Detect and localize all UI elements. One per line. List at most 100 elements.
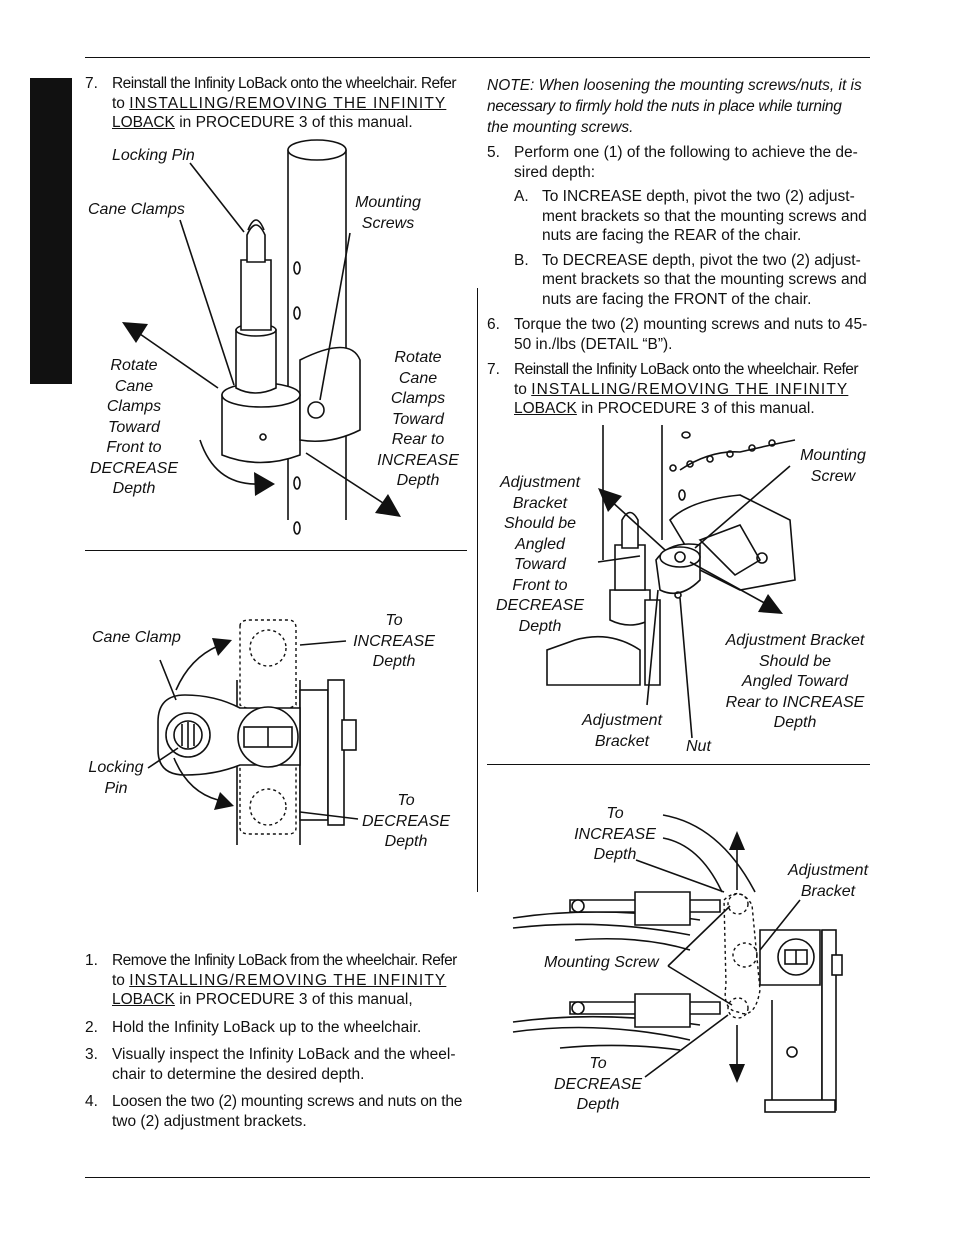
- step-text: Perform one (1) of the following to achi…: [514, 144, 858, 161]
- label-line: Should be: [758, 652, 832, 670]
- label-line: Depth: [773, 714, 817, 731]
- step-text: Remove the Infinity LoBack from the whee…: [112, 952, 457, 969]
- label-line: Bracket: [800, 882, 856, 900]
- loback-link[interactable]: LOBACK: [112, 991, 175, 1008]
- label-line: Toward: [514, 556, 566, 573]
- note-line: necessary to firmly hold the nuts in pla…: [487, 98, 842, 115]
- installing-link[interactable]: INSTALLING/REMOVING THE INFINITY: [531, 380, 849, 398]
- installing-link[interactable]: INSTALLING/REMOVING THE INFINITY: [129, 94, 447, 112]
- left-step7: 7. Reinstall the Infinity LoBack onto th…: [85, 74, 470, 133]
- label-line: Depth: [576, 1096, 620, 1113]
- step-number: 7.: [487, 361, 500, 378]
- label-to-increase: To INCREASE Depth: [348, 611, 440, 673]
- label-line: Depth: [372, 653, 416, 670]
- label-line: Rotate: [110, 357, 158, 374]
- label-line: Depth: [396, 472, 440, 489]
- label-line: To: [385, 612, 403, 629]
- label-line: INCREASE: [377, 451, 459, 469]
- label-line: Should be: [503, 515, 577, 532]
- label-line: Rear to: [391, 431, 445, 448]
- top-rule: [85, 57, 870, 58]
- label-line: DECREASE: [495, 597, 585, 614]
- label-line: Front to: [512, 576, 568, 594]
- step-text-suffix: in PROCEDURE 3 of this manual.: [576, 400, 815, 417]
- step-text: Hold the Infinity LoBack up to the wheel…: [112, 1018, 422, 1036]
- label-line: Screw: [810, 467, 856, 485]
- label-line: Mounting: [355, 194, 421, 211]
- step-text-suffix: in PROCEDURE 3 of this manual,: [174, 991, 413, 1008]
- step-6: 6. Torque the two (2) mounting screws an…: [487, 315, 872, 354]
- step-5b: B. To DECREASE depth, pivot the two (2) …: [487, 251, 872, 310]
- label-line: Depth: [593, 846, 637, 863]
- label-line: Pin: [104, 779, 128, 797]
- step-text: Reinstall the Infinity LoBack onto the w…: [514, 361, 859, 378]
- step-number: 6.: [487, 316, 500, 333]
- step-number: A.: [514, 188, 529, 205]
- label-locking-pin-2: Locking Pin: [84, 758, 148, 799]
- label-line: INCREASE: [353, 632, 435, 650]
- label-nut: Nut: [686, 738, 711, 755]
- label-mounting-screw-2: Mounting Screw: [544, 954, 659, 971]
- label-line: To: [606, 805, 624, 822]
- step-number: 1.: [85, 952, 98, 969]
- right-steps: 5. Perform one (1) of the following to a…: [487, 143, 872, 419]
- step-text: sired depth:: [514, 163, 595, 181]
- label-to-increase-2: To INCREASE Depth: [566, 804, 664, 866]
- step-7: 7. Reinstall the Infinity LoBack onto th…: [487, 360, 872, 419]
- label-line: To: [397, 792, 415, 809]
- label-line: Adjustment Bracket: [725, 632, 865, 649]
- label-line: Front to: [106, 439, 162, 456]
- installing-link[interactable]: INSTALLING/REMOVING THE INFINITY: [129, 971, 447, 989]
- note-line: NOTE: When loosening the mounting screws…: [487, 77, 862, 94]
- step-text: nuts are facing the FRONT of the chair.: [542, 290, 812, 308]
- label-cane-clamps: Cane Clamps: [88, 201, 185, 218]
- label-line: Rear to INCREASE: [725, 693, 865, 711]
- label-rotate-front: Rotate Cane Clamps Toward Front to DECRE…: [84, 356, 184, 500]
- label-adjustment-bracket: Adjustment Bracket: [574, 711, 670, 752]
- label-line: INCREASE: [574, 825, 656, 843]
- label-line: DECREASE: [553, 1075, 643, 1093]
- label-line: Mounting: [800, 447, 866, 464]
- step-5: 5. Perform one (1) of the following to a…: [487, 143, 872, 182]
- label-rotate-rear: Rotate Cane Clamps Toward Rear to INCREA…: [368, 348, 468, 492]
- step-number: 7.: [85, 75, 98, 92]
- label-line: Adjustment: [581, 712, 663, 729]
- label-line: To: [589, 1055, 607, 1072]
- step-text-prefix: to: [112, 94, 130, 112]
- step-number: 2.: [85, 1018, 98, 1036]
- label-to-decrease-2: To DECREASE Depth: [548, 1054, 648, 1116]
- step-5a: A. To INCREASE depth, pivot the two (2) …: [487, 187, 872, 246]
- label-line: Depth: [518, 617, 562, 635]
- label-line: Screws: [361, 214, 415, 232]
- label-mounting-screw: Mounting Screw: [790, 446, 876, 487]
- label-line: Cane: [398, 369, 438, 387]
- left-figure-divider: [85, 550, 467, 551]
- step-text: ment brackets so that the mounting screw…: [542, 207, 867, 225]
- step-text-suffix: in PROCEDURE 3 of this manual.: [174, 114, 413, 131]
- step-text: ment brackets so that the mounting screw…: [542, 271, 867, 288]
- note: NOTE: When loosening the mounting screws…: [487, 75, 872, 138]
- step-1: 1. Remove the Infinity LoBack from the w…: [85, 951, 470, 1010]
- left-steps: 1. Remove the Infinity LoBack from the w…: [85, 951, 470, 1131]
- label-bracket-front: Adjustment Bracket Should be Angled Towa…: [488, 473, 592, 637]
- step-text: 50 in./lbs (DETAIL “B”).: [514, 335, 673, 353]
- label-adjustment-bracket-2: Adjustment Bracket: [780, 861, 876, 902]
- label-line: Clamps: [106, 398, 162, 415]
- loback-link[interactable]: LOBACK: [112, 114, 175, 131]
- step-text: chair to determine the desired depth.: [112, 1065, 365, 1083]
- step-text: Torque the two (2) mounting screws and n…: [514, 316, 868, 333]
- label-line: Bracket: [594, 732, 650, 750]
- section-tab: [30, 78, 72, 384]
- label-line: Depth: [384, 833, 428, 850]
- label-line: Angled: [515, 535, 565, 553]
- step-2: 2. Hold the Infinity LoBack up to the wh…: [85, 1018, 470, 1038]
- label-line: Angled Toward: [741, 673, 849, 690]
- label-line: DECREASE: [361, 812, 451, 830]
- step-number: B.: [514, 251, 529, 269]
- loback-link[interactable]: LOBACK: [514, 400, 577, 417]
- step-number: 5.: [487, 144, 500, 161]
- label-line: Bracket: [512, 494, 568, 512]
